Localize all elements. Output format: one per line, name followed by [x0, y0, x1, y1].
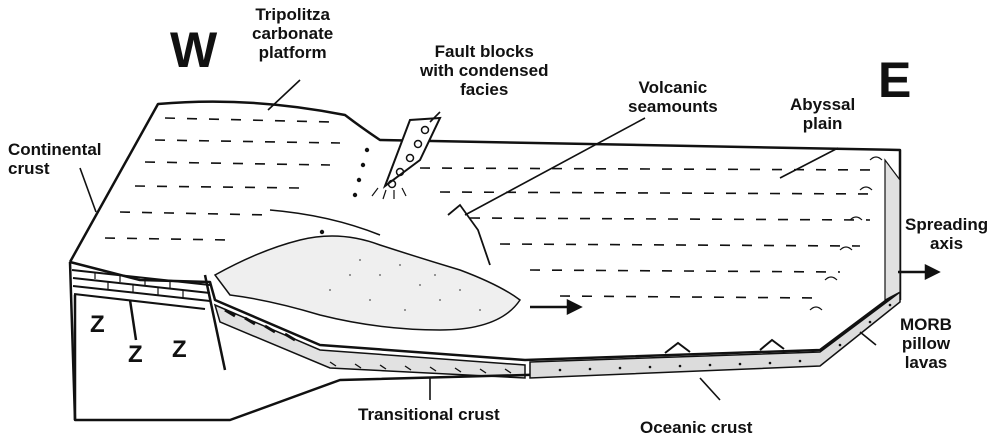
fault-blocks-line-3: facies [420, 80, 548, 99]
morb-line-3: lavas [900, 353, 952, 372]
seamount-bump-2 [760, 340, 784, 350]
pillow-lava-arcs [810, 157, 882, 310]
abyssal-line-1: Abyssal [790, 95, 855, 114]
transitional-crust-label: Transitional crust [358, 405, 500, 424]
morb-face [885, 160, 900, 300]
morb-label: MORB pillow lavas [900, 315, 952, 372]
continental-line-2: crust [8, 159, 102, 178]
spreading-line-2: axis [905, 234, 988, 253]
tripolitza-line-2: carbonate [252, 24, 333, 43]
west-label: W [170, 25, 217, 75]
turbidite-fan [215, 236, 520, 330]
fault-block [385, 118, 440, 186]
seamount-surface [448, 205, 490, 265]
volcanic-line-1: Volcanic [628, 78, 718, 97]
oceanic-crust-label: Oceanic crust [640, 418, 752, 437]
spreading-axis-label: Spreading axis [905, 215, 988, 253]
tripolitza-label: Tripolitza carbonate platform [252, 5, 333, 62]
z-mark-1: Z [90, 315, 105, 334]
abyssal-plain-label: Abyssal plain [790, 95, 855, 133]
oceanic-crust-band [530, 292, 900, 378]
fault-blocks-line-2: with condensed [420, 61, 548, 80]
morb-line-2: pillow [900, 334, 952, 353]
east-label: E [878, 55, 911, 105]
z-mark-2: Z [128, 345, 143, 364]
tripolitza-line-3: platform [252, 43, 333, 62]
continental-line-1: Continental [8, 140, 102, 159]
volcanic-line-2: seamounts [628, 97, 718, 116]
fault-blocks-label: Fault blocks with condensed facies [420, 42, 548, 99]
seamount-bump-1 [665, 343, 690, 353]
fault-hachure [372, 188, 406, 199]
fault-blocks-line-1: Fault blocks [420, 42, 548, 61]
fault-line-2 [130, 300, 136, 340]
volcanic-seamounts-label: Volcanic seamounts [628, 78, 718, 116]
morb-line-1: MORB [900, 315, 952, 334]
tripolitza-line-1: Tripolitza [252, 5, 333, 24]
z-mark-3: Z [172, 340, 187, 359]
continental-crust-label: Continental crust [8, 140, 102, 178]
top-surface-edge [70, 102, 900, 262]
spreading-line-1: Spreading [905, 215, 988, 234]
abyssal-line-2: plain [790, 114, 855, 133]
